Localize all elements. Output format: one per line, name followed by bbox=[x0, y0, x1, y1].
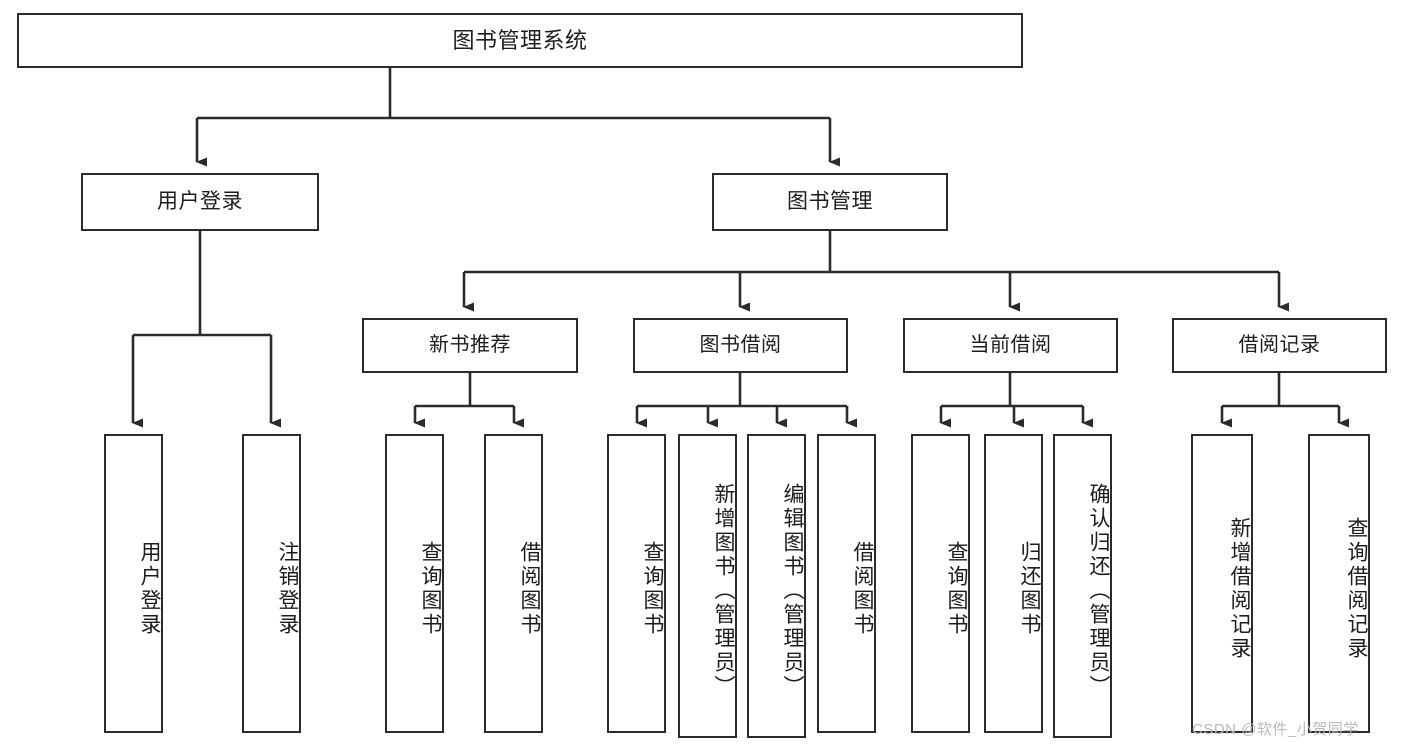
edge-currentborrow-to-leaves bbox=[939, 373, 1093, 428]
node-leaf-return-book-label: 归还图书 bbox=[1018, 540, 1041, 637]
node-leaf-query-book-current-label: 查询图书 bbox=[945, 540, 968, 637]
node-borrow-record[interactable]: 借阅记录 bbox=[1172, 318, 1387, 373]
csdn-watermark: CSDN @软件_小贺同学 bbox=[1192, 721, 1359, 738]
node-root[interactable]: 图书管理系统 bbox=[17, 13, 1023, 68]
edge-userlogin-to-leaves bbox=[131, 231, 281, 428]
node-leaf-edit-book-admin-label: 编辑图书（管理员） bbox=[781, 483, 804, 699]
node-current-borrow-label: 当前借阅 bbox=[969, 333, 1052, 356]
node-book-manage-label: 图书管理 bbox=[787, 189, 873, 213]
node-leaf-confirm-return-admin-label: 确认归还（管理员） bbox=[1087, 483, 1110, 699]
node-leaf-user-logout[interactable]: 注销登录 bbox=[242, 434, 301, 733]
node-current-borrow[interactable]: 当前借阅 bbox=[903, 318, 1118, 373]
node-root-label: 图书管理系统 bbox=[452, 27, 588, 53]
node-leaf-borrow-book-label: 借阅图书 bbox=[851, 540, 874, 637]
edge-bookborrow-to-leaves bbox=[635, 373, 857, 428]
node-book-borrow-label: 图书借阅 bbox=[699, 333, 782, 356]
node-book-borrow[interactable]: 图书借阅 bbox=[633, 318, 848, 373]
node-leaf-user-logout-label: 注销登录 bbox=[276, 540, 299, 637]
node-leaf-edit-book-admin[interactable]: 编辑图书（管理员） bbox=[747, 434, 806, 738]
node-leaf-user-login-label: 用户登录 bbox=[138, 540, 161, 637]
node-leaf-query-book-current[interactable]: 查询图书 bbox=[911, 434, 970, 733]
edge-borrowrecord-to-leaves bbox=[1220, 373, 1349, 428]
node-leaf-return-book[interactable]: 归还图书 bbox=[984, 434, 1043, 733]
node-leaf-add-borrow-record-label: 新增借阅记录 bbox=[1228, 516, 1251, 661]
edge-root-to-level1 bbox=[195, 68, 840, 167]
edge-bookmanage-to-level2 bbox=[462, 231, 1289, 312]
node-leaf-query-book-rec-label: 查询图书 bbox=[419, 540, 442, 637]
node-leaf-query-borrow-record[interactable]: 查询借阅记录 bbox=[1308, 434, 1370, 733]
node-new-book-rec-label: 新书推荐 bbox=[429, 333, 511, 356]
node-leaf-borrow-book-rec-label: 借阅图书 bbox=[518, 540, 541, 637]
edge-newbookrec-to-leaves bbox=[413, 373, 524, 428]
node-leaf-query-book-rec[interactable]: 查询图书 bbox=[385, 434, 444, 733]
node-user-login[interactable]: 用户登录 bbox=[81, 173, 319, 231]
node-leaf-query-book-borrow[interactable]: 查询图书 bbox=[607, 434, 666, 733]
node-leaf-add-book-admin-label: 新增图书（管理员） bbox=[712, 483, 735, 699]
node-borrow-record-label: 借阅记录 bbox=[1238, 333, 1321, 356]
node-user-login-label: 用户登录 bbox=[157, 189, 243, 213]
node-leaf-query-borrow-record-label: 查询借阅记录 bbox=[1345, 516, 1368, 661]
node-leaf-query-book-borrow-label: 查询图书 bbox=[641, 540, 664, 637]
node-leaf-confirm-return-admin[interactable]: 确认归还（管理员） bbox=[1053, 434, 1112, 738]
node-book-manage[interactable]: 图书管理 bbox=[712, 173, 948, 231]
node-leaf-user-login[interactable]: 用户登录 bbox=[104, 434, 163, 733]
node-leaf-add-book-admin[interactable]: 新增图书（管理员） bbox=[678, 434, 737, 738]
node-leaf-borrow-book[interactable]: 借阅图书 bbox=[817, 434, 876, 733]
node-leaf-borrow-book-rec[interactable]: 借阅图书 bbox=[484, 434, 543, 733]
node-leaf-add-borrow-record[interactable]: 新增借阅记录 bbox=[1191, 434, 1253, 733]
node-new-book-rec[interactable]: 新书推荐 bbox=[362, 318, 578, 373]
